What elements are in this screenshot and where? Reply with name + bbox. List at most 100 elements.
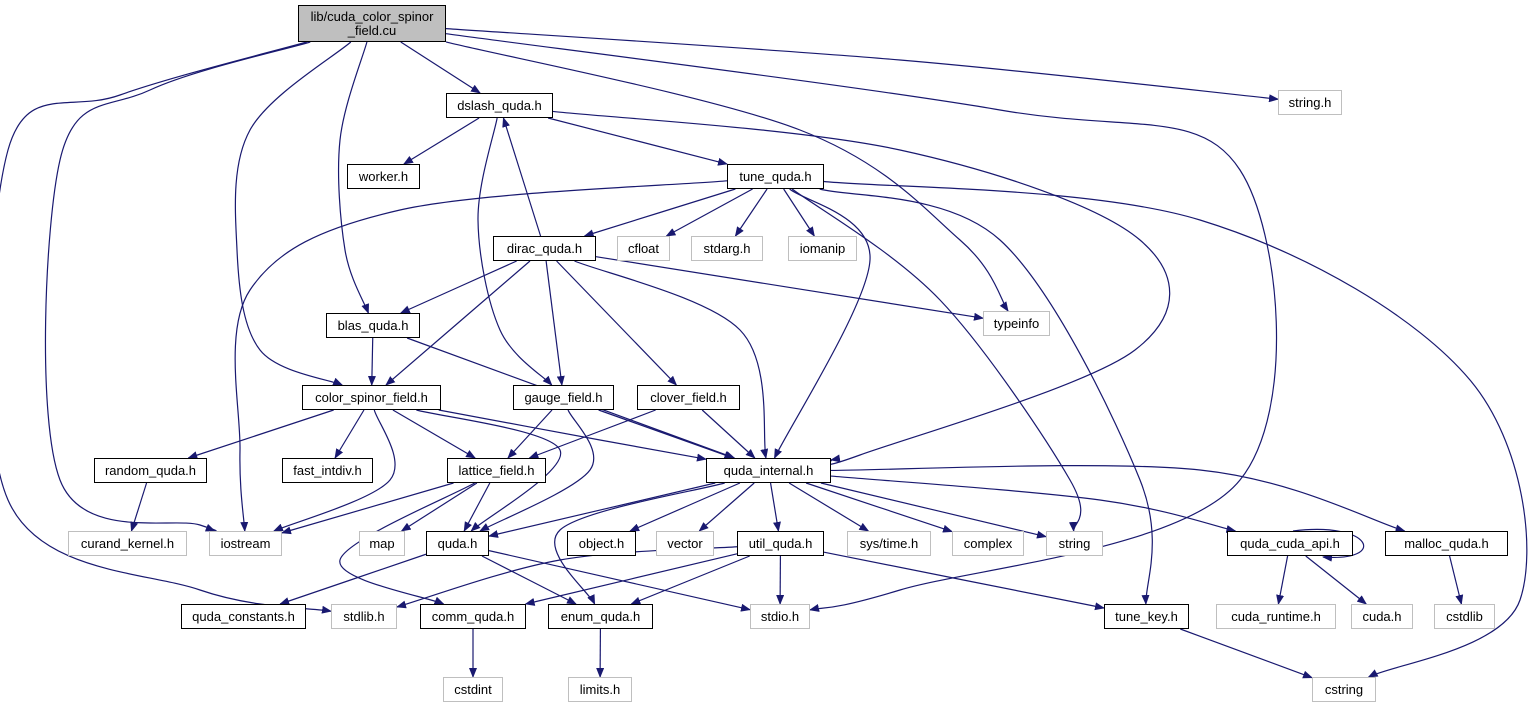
- node-curand: curand_kernel.h: [68, 531, 187, 556]
- edge-util-to-enum: [630, 555, 750, 605]
- edge-root-to-typeinfo: [445, 41, 1009, 312]
- node-clover[interactable]: clover_field.h: [637, 385, 740, 410]
- edge-gauge-to-quda: [479, 409, 595, 532]
- node-malloc[interactable]: malloc_quda.h: [1385, 531, 1508, 556]
- node-cstdlib: cstdlib: [1434, 604, 1495, 629]
- node-constants[interactable]: quda_constants.h: [181, 604, 306, 629]
- edge-dirac-to-blas: [399, 260, 517, 314]
- node-cudaapi[interactable]: quda_cuda_api.h: [1227, 531, 1353, 556]
- edge-util-to-tunekey: [823, 551, 1105, 611]
- node-enum[interactable]: enum_quda.h: [548, 604, 653, 629]
- edge-root-to-blas: [337, 41, 369, 314]
- node-tune[interactable]: tune_quda.h: [727, 164, 824, 189]
- edge-dslash-to-gauge: [477, 117, 553, 386]
- edge-clover-to-lattice: [528, 409, 656, 459]
- edge-dirac-to-gauge: [545, 260, 565, 386]
- node-blas[interactable]: blas_quda.h: [326, 313, 420, 338]
- node-quda[interactable]: quda.h: [426, 531, 489, 556]
- node-cstdint: cstdint: [443, 677, 503, 702]
- edge-clover-to-qinternal: [701, 409, 756, 459]
- node-stdarg: stdarg.h: [691, 236, 763, 261]
- node-lattice[interactable]: lattice_field.h: [447, 458, 546, 483]
- edge-csf-to-fastdiv: [334, 409, 365, 459]
- edge-qinternal-to-complex: [805, 482, 953, 533]
- edge-root-to-string_h: [445, 28, 1279, 103]
- node-qinternal[interactable]: quda_internal.h: [706, 458, 831, 483]
- edge-tune-to-stdarg: [734, 188, 768, 237]
- edge-dslash-to-tune: [547, 117, 728, 166]
- edge-tune-to-iomanip: [783, 188, 815, 237]
- edge-tune-to-tunekey: [819, 188, 1153, 605]
- edge-csf-to-qinternal: [438, 409, 707, 462]
- edge-tune-to-qinternal: [773, 188, 871, 459]
- edge-util-to-comm: [524, 553, 738, 606]
- node-stdio: stdio.h: [750, 604, 810, 629]
- node-string-h: string.h: [1278, 90, 1342, 115]
- node-csf[interactable]: color_spinor_field.h: [302, 385, 441, 410]
- node-tunekey[interactable]: tune_key.h: [1104, 604, 1189, 629]
- edge-quda-to-enum: [481, 555, 577, 605]
- edge-root-to-dslash: [400, 41, 481, 94]
- edge-dirac-to-typeinfo: [595, 256, 984, 321]
- edge-gauge-to-lattice: [507, 409, 553, 459]
- edge-dslash-to-qinternal: [552, 110, 1171, 466]
- edge-dirac-to-csf: [385, 260, 531, 386]
- edge-lattice-to-comm: [339, 482, 475, 605]
- edge-tune-to-string: [791, 188, 1082, 532]
- node-comm[interactable]: comm_quda.h: [420, 604, 526, 629]
- edge-qinternal-to-enum: [554, 482, 725, 605]
- edge-qinternal-to-systime: [788, 482, 870, 532]
- node-util[interactable]: util_quda.h: [737, 531, 824, 556]
- edge-csf-to-iostream: [273, 409, 396, 532]
- node-worker[interactable]: worker.h: [347, 164, 420, 189]
- node-vector: vector: [656, 531, 714, 556]
- edge-qinternal-to-cudaapi: [830, 475, 1237, 533]
- edge-qinternal-to-string: [820, 482, 1047, 539]
- edge-dslash-to-worker: [403, 117, 480, 165]
- node-cstring: cstring: [1312, 677, 1376, 702]
- edge-cudaapi-to-cudart: [1276, 555, 1289, 605]
- edge-tune-to-dirac: [583, 188, 736, 238]
- edge-tune-to-iostream: [234, 180, 728, 532]
- edge-root-to-stdlib_h: [0, 41, 332, 614]
- node-dirac[interactable]: dirac_quda.h: [493, 236, 596, 261]
- edge-tunekey-to-cstring: [1180, 628, 1313, 679]
- node-cfloat: cfloat: [617, 236, 670, 261]
- node-cuda-h: cuda.h: [1351, 604, 1413, 629]
- edge-tune-to-cstring: [823, 180, 1528, 678]
- edge-random-to-curand: [130, 482, 148, 532]
- node-complex: complex: [952, 531, 1024, 556]
- edge-qinternal-to-object: [629, 482, 741, 532]
- node-systime: sys/time.h: [847, 531, 931, 556]
- node-random[interactable]: random_quda.h: [94, 458, 207, 483]
- edge-malloc-to-cstdlib: [1448, 555, 1464, 605]
- node-cudart: cuda_runtime.h: [1216, 604, 1336, 629]
- edge-quda-to-constants: [279, 553, 427, 605]
- edge-dirac-to-dslash: [502, 117, 542, 237]
- node-fastdiv[interactable]: fast_intdiv.h: [282, 458, 373, 483]
- edge-root-to-csf: [234, 41, 352, 386]
- node-string: string: [1046, 531, 1103, 556]
- edge-cudaapi-to-cudaapi: [1292, 528, 1365, 562]
- node-limits: limits.h: [568, 677, 632, 702]
- edge-csf-to-lattice: [392, 409, 476, 459]
- node-iostream: iostream: [209, 531, 282, 556]
- edge-csf-to-random: [187, 409, 334, 459]
- edge-qinternal-to-malloc: [830, 465, 1406, 533]
- edge-tune-to-cfloat: [665, 188, 753, 237]
- node-dslash[interactable]: dslash_quda.h: [446, 93, 553, 118]
- edge-dirac-to-qinternal: [574, 260, 769, 459]
- edge-blas-to-csf: [367, 337, 376, 386]
- edge-gauge-to-qinternal: [598, 409, 735, 459]
- node-typeinfo: typeinfo: [983, 311, 1050, 336]
- edge-qinternal-to-quda: [488, 482, 716, 538]
- node-object[interactable]: object.h: [567, 531, 636, 556]
- edge-lattice-to-map: [400, 482, 478, 532]
- node-gauge[interactable]: gauge_field.h: [513, 385, 614, 410]
- node-stdlib-h: stdlib.h: [331, 604, 397, 629]
- edge-lattice-to-quda: [463, 482, 491, 532]
- node-map: map: [359, 531, 405, 556]
- node-iomanip: iomanip: [788, 236, 857, 261]
